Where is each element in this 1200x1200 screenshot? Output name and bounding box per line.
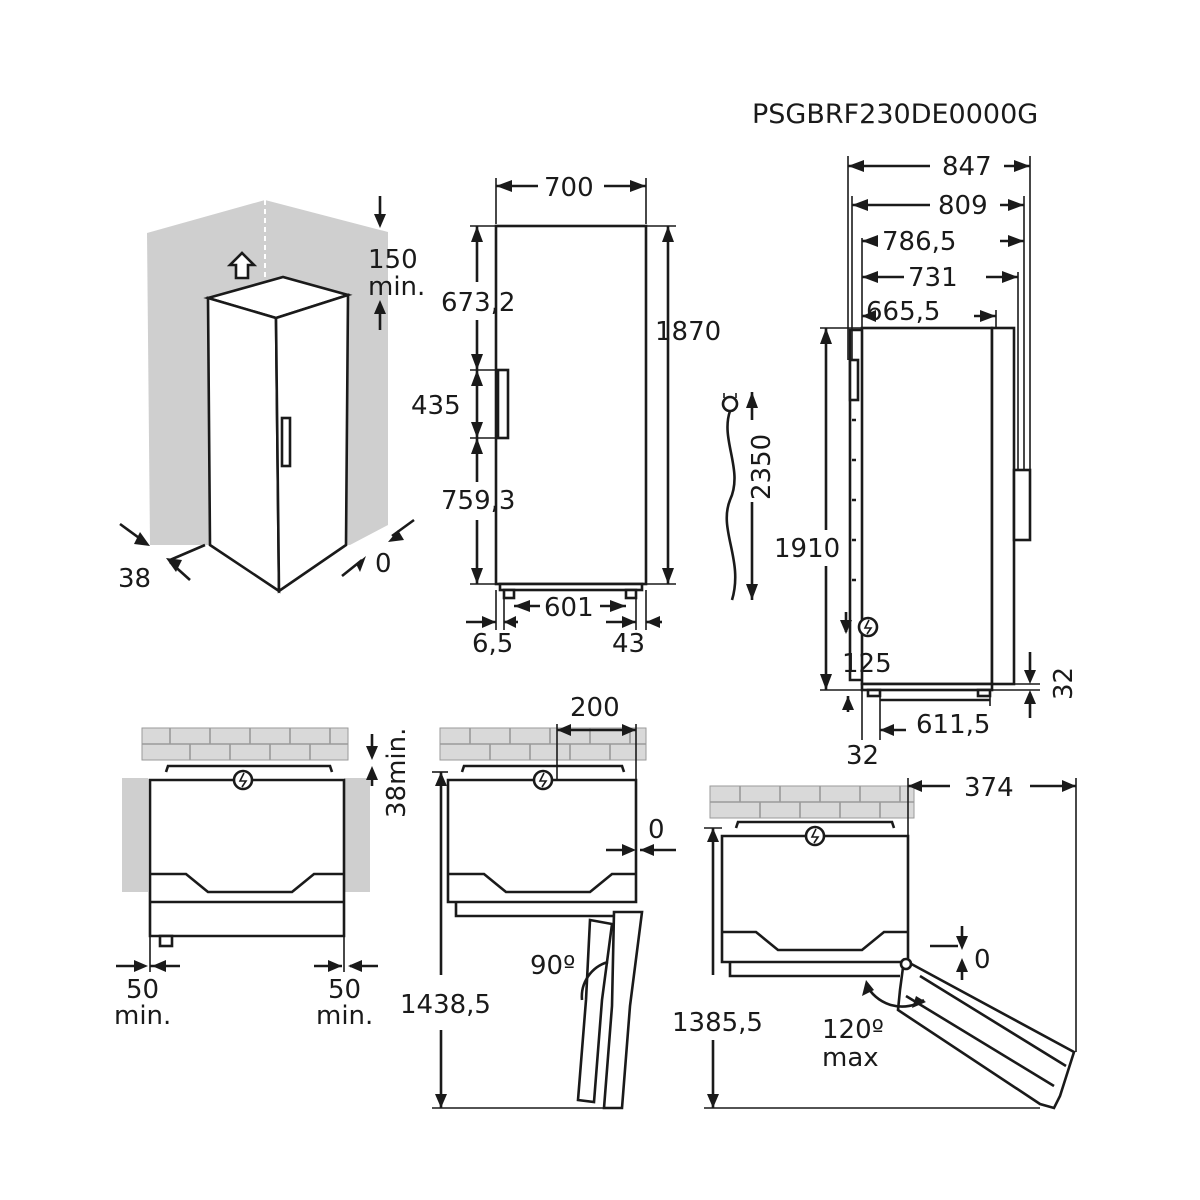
door-open-120 [896,957,1076,1110]
front-view: 700 1870 673,2 435 759,3 [411,173,721,659]
top-view-door-120: 374 0 120º max 1385,5 [672,773,1077,1110]
depth-809-label: 809 [938,191,988,221]
socket-icon [532,769,554,791]
depth-731-label: 731 [908,263,958,293]
side-rear-foot [866,688,882,698]
socket-height-label: 125 [842,649,892,679]
right-foot-offset-label: 43 [612,629,645,659]
socket-icon [804,825,826,847]
right-side-clearance-suffix: min. [316,1001,373,1031]
top3-appliance [720,834,910,964]
right-side-clearance-label: 50 [328,975,361,1005]
top2-appliance [446,778,638,904]
top-clearance-label: 150 [368,245,418,275]
front-left-foot [502,588,516,600]
depth-786-label: 786,5 [882,227,956,257]
side-gap-label: 38 [118,564,151,594]
top-view-clearances: 38min. 50 min. 50 min. [114,727,412,1031]
side-appliance-body [860,326,994,686]
door-open-90-liner [576,918,614,1104]
top-clearance-arrow-icon [226,251,258,280]
top-view-door-90: 200 0 90º 1438,5 [400,693,676,1110]
cable-length-label: 2350 [747,434,777,500]
rear-foot-offset-label: 32 [846,741,879,771]
side-door [990,326,1016,686]
depth-open-120-label: 1385,5 [672,1008,763,1038]
depth-665-label: 665,5 [866,297,940,327]
height-label: 1870 [655,317,721,347]
installation-perspective-view: 150 min. 38 0 [118,196,425,594]
left-side-clearance-suffix: min. [114,1001,171,1031]
socket-icon [232,769,254,791]
appliance-door [274,293,350,594]
right-side-wall [344,778,370,892]
door-angle-120-label: 120º [822,1015,884,1045]
top1-appliance [148,778,346,938]
depth-open-90-label: 1438,5 [400,990,491,1020]
appliance-side [206,296,281,594]
top-to-handle-label: 673,2 [441,288,515,318]
rear-bracket [848,358,860,402]
top-clearance-suffix: min. [368,272,425,302]
model-code: PSGBRF230DE0000G [752,99,1038,130]
door-open-90 [602,910,644,1110]
door-angle-120-suffix: max [822,1043,879,1073]
socket-offset-label: 200 [570,693,620,723]
side-front-foot [976,688,992,698]
front-appliance-body [494,224,648,586]
rear-clearance-label: 38min. [382,728,412,818]
handle-length-label: 435 [411,391,461,421]
front-right-foot [624,588,638,600]
side-flush-label: 0 [648,815,665,845]
foot-height-label: 32 [1049,667,1079,700]
depth-847-label: 847 [942,152,992,182]
left-side-clearance-label: 50 [126,975,159,1005]
feet-span-label: 601 [544,593,594,623]
plug-icon [721,395,739,413]
total-height-label: 1910 [774,534,840,564]
door-flush-label: 0 [974,945,991,975]
socket-icon [857,616,879,638]
side-view: 847 809 786,5 731 665,5 1910 1 [774,152,1079,771]
feet-depth-label: 611,5 [916,710,990,740]
door-overhang-label: 374 [964,773,1014,803]
width-label: 700 [544,173,594,203]
front-door-handle [496,368,510,440]
power-cable: 2350 [721,392,777,601]
handle-to-floor-label: 759,3 [441,486,515,516]
left-foot-offset-label: 6,5 [472,629,513,659]
door-handle [280,416,292,468]
left-side-wall [122,778,148,892]
side-door-handle [1012,468,1032,542]
back-gap-label: 0 [375,549,392,579]
door-angle-90-label: 90º [530,951,575,981]
